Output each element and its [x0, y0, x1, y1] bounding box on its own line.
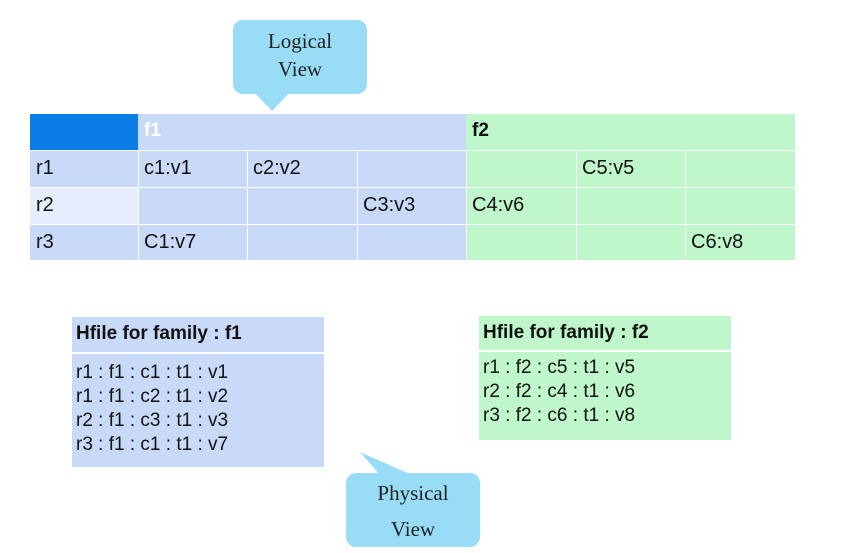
table-cell: C4:v6 [466, 187, 576, 224]
grid-line [30, 150, 795, 151]
grid-line [247, 150, 248, 260]
row-key-r1: r1 [30, 150, 138, 187]
table-cell [685, 150, 795, 187]
table-cell: C3:v3 [357, 187, 466, 224]
hfile-entry: r3 : f2 : c6 : t1 : v8 [483, 405, 636, 426]
callout-line-2: View [277, 57, 323, 81]
hfile-entry: r1 : f1 : c1 : t1 : v1 [76, 362, 229, 383]
table-cell [247, 187, 357, 224]
hfile-title: Hfile for family : f2 [483, 322, 649, 343]
table-cell: C5:v5 [576, 150, 685, 187]
corner-cell [30, 114, 138, 150]
grid-line [30, 187, 795, 188]
grid-line [138, 150, 139, 260]
hfile-f2-box: Hfile for family : f2 r1 : f2 : c5 : t1 … [479, 316, 731, 440]
hfile-entry: r1 : f2 : c5 : t1 : v5 [483, 357, 636, 378]
callout-line-1: Physical [377, 481, 449, 505]
hfile-entries: r1 : f2 : c5 : t1 : v5 r2 : f2 : c4 : t1… [479, 356, 731, 428]
table-cell [576, 187, 685, 224]
logical-view-callout: Logical View [233, 20, 367, 94]
row-key-r3: r3 [30, 224, 138, 260]
hfile-entry: r3 : f1 : c1 : t1 : v7 [76, 434, 229, 455]
hfile-entries: r1 : f1 : c1 : t1 : v1 r1 : f1 : c2 : t1… [72, 361, 324, 457]
hfile-entry: r1 : f1 : c2 : t1 : v2 [76, 386, 229, 407]
physical-callout-pointer [360, 452, 412, 475]
table-cell [357, 224, 466, 260]
table-cell [138, 187, 247, 224]
hfile-title: Hfile for family : f1 [76, 323, 242, 344]
hfile-divider [479, 350, 731, 352]
grid-line [685, 150, 686, 260]
table-cell: C1:v7 [138, 224, 247, 260]
row-key-r2: r2 [30, 187, 138, 224]
table-cell [685, 187, 795, 224]
table-cell [466, 224, 576, 260]
table-cell [357, 150, 466, 187]
grid-line [576, 150, 577, 260]
hfile-entry: r2 : f2 : c4 : t1 : v6 [483, 381, 636, 402]
callout-line-2: View [390, 517, 436, 541]
physical-view-callout: Physical View [346, 473, 480, 547]
logical-view-table: f1 f2 r1 c1:v1 c2:v2 C5:v5 r2 C3:v3 C4:v… [30, 114, 795, 260]
hfile-entry: r2 : f1 : c3 : t1 : v3 [76, 410, 229, 431]
grid-line [466, 150, 467, 260]
callout-line-1: Logical [267, 29, 333, 53]
grid-line [30, 224, 795, 225]
table-cell: c2:v2 [247, 150, 357, 187]
table-cell: c1:v1 [138, 150, 247, 187]
table-cell: C6:v8 [685, 224, 795, 260]
logical-callout-pointer [254, 92, 290, 111]
table-cell [247, 224, 357, 260]
hfile-f1-box: Hfile for family : f1 r1 : f1 : c1 : t1 … [72, 317, 324, 467]
table-cell [466, 150, 576, 187]
family-header-f2: f2 [466, 114, 795, 150]
hfile-divider [72, 352, 324, 354]
family-header-f1: f1 [138, 114, 466, 150]
table-cell [576, 224, 685, 260]
grid-line [357, 150, 358, 260]
